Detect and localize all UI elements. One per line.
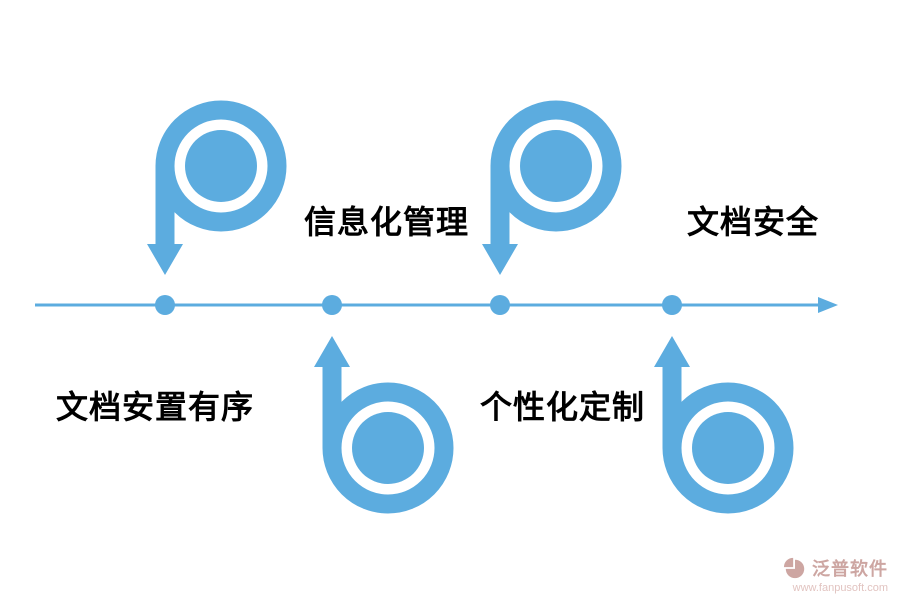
watermark: 泛普软件 www.fanpusoft.com bbox=[783, 555, 888, 594]
watermark-brand: 泛普软件 bbox=[812, 559, 888, 579]
watermark-url: www.fanpusoft.com bbox=[792, 582, 888, 594]
label-top-left: 信息化管理 bbox=[304, 204, 470, 240]
timeline-node-2 bbox=[322, 295, 342, 315]
loop-arrow-down-2-icon bbox=[482, 100, 622, 275]
loop-arrow-down-1-icon bbox=[147, 100, 287, 275]
label-top-right: 文档安全 bbox=[687, 204, 820, 240]
timeline-arrowhead-icon bbox=[818, 297, 838, 313]
watermark-brand-row: 泛普软件 bbox=[783, 555, 888, 581]
timeline-node-3 bbox=[490, 295, 510, 315]
loop-arrow-up-1-icon bbox=[314, 336, 454, 514]
label-bottom-right: 个性化定制 bbox=[480, 389, 646, 425]
timeline-node-4 bbox=[662, 295, 682, 315]
label-bottom-left: 文档安置有序 bbox=[56, 389, 255, 425]
timeline-node-1 bbox=[155, 295, 175, 315]
fanpu-logo-icon bbox=[783, 557, 805, 579]
loop-arrow-up-2-icon bbox=[654, 336, 794, 514]
